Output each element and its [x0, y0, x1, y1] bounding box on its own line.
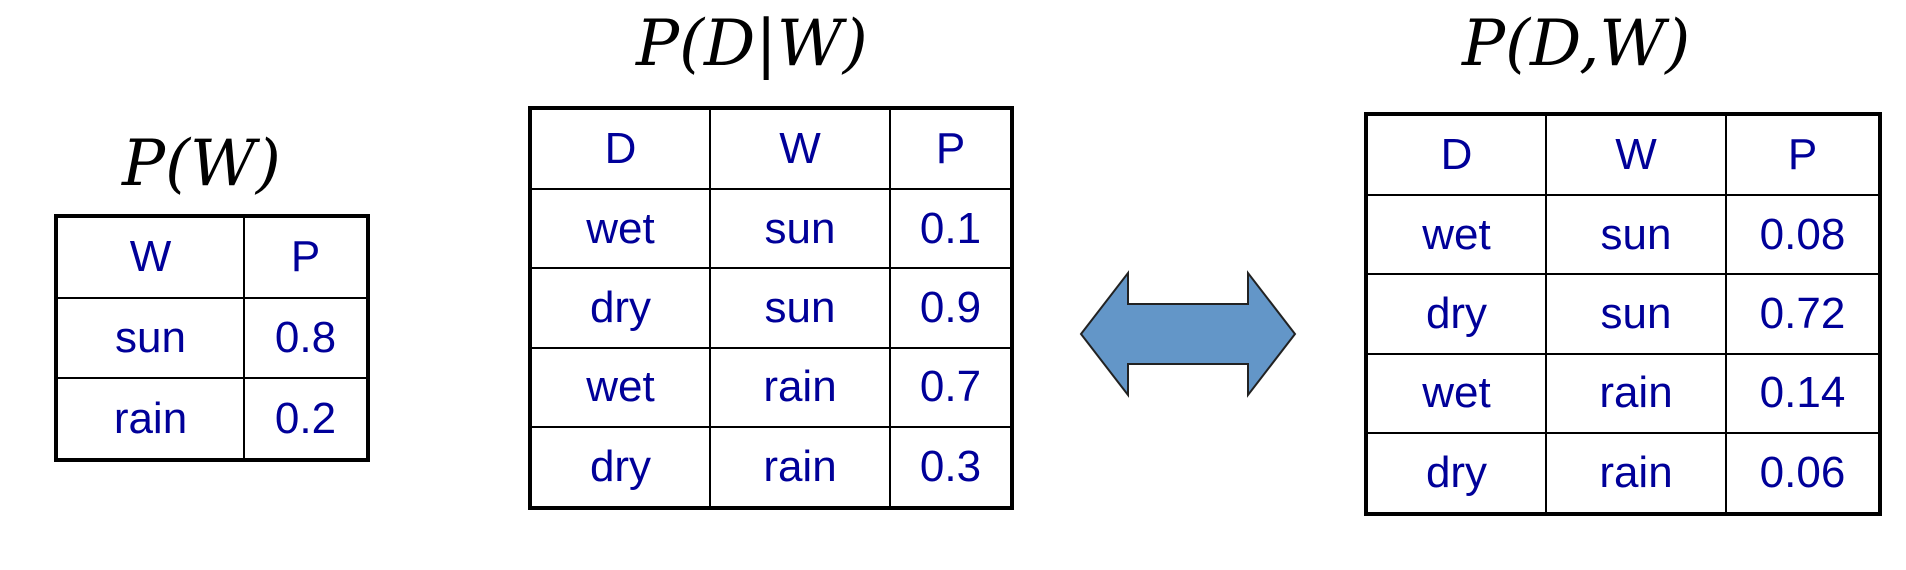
- table-cell: 0.9: [889, 267, 1013, 349]
- table-cell: 0.8: [243, 296, 369, 380]
- table-cell: sun: [1545, 273, 1727, 355]
- table-header-row: W P: [55, 215, 369, 299]
- header-cell: P: [889, 107, 1013, 190]
- header-cell: P: [1725, 113, 1881, 196]
- table-cell: sun: [55, 296, 245, 380]
- header-cell: W: [709, 107, 891, 190]
- table-row: wet sun 0.1: [529, 187, 1013, 270]
- table-row: dry sun 0.9: [529, 267, 1013, 349]
- table-cell: rain: [709, 426, 891, 509]
- table-row: sun 0.8: [55, 296, 369, 380]
- double-arrow-shape: [1079, 270, 1297, 398]
- table-cell: dry: [1365, 432, 1547, 515]
- table-row: rain 0.2: [55, 377, 369, 461]
- title-pw: P(W): [122, 127, 281, 201]
- table-row: wet sun 0.08: [1365, 193, 1881, 276]
- table-pw: W P sun 0.8 rain 0.2: [54, 214, 370, 462]
- table-cell: sun: [1545, 193, 1727, 276]
- table-cell: 0.72: [1725, 273, 1881, 355]
- table-cell: sun: [709, 187, 891, 270]
- table-pdw: D W P wet sun 0.08 dry sun 0.72 wet rain…: [1364, 112, 1882, 516]
- table-row: dry sun 0.72: [1365, 273, 1881, 355]
- double-arrow-icon: [1079, 270, 1297, 398]
- title-pdw: P(D,W): [1462, 7, 1691, 81]
- header-cell: W: [1545, 113, 1727, 196]
- table-cell: dry: [529, 426, 711, 509]
- table-header-row: D W P: [529, 107, 1013, 190]
- table-cell: dry: [529, 267, 711, 349]
- table-cell: rain: [1545, 432, 1727, 515]
- table-cell: 0.2: [243, 377, 369, 461]
- table-cell: rain: [709, 346, 891, 429]
- header-cell: W: [55, 215, 245, 299]
- table-cell: rain: [55, 377, 245, 461]
- table-cell: 0.06: [1725, 432, 1881, 515]
- table-cell: 0.14: [1725, 352, 1881, 435]
- table-cell: wet: [1365, 352, 1547, 435]
- header-cell: D: [1365, 113, 1547, 196]
- table-row: wet rain 0.7: [529, 346, 1013, 429]
- table-cell: 0.08: [1725, 193, 1881, 276]
- table-cell: wet: [1365, 193, 1547, 276]
- table-cell: 0.7: [889, 346, 1013, 429]
- table-cell: wet: [529, 187, 711, 270]
- header-cell: P: [243, 215, 369, 299]
- table-row: dry rain 0.3: [529, 426, 1013, 509]
- table-header-row: D W P: [1365, 113, 1881, 196]
- table-cell: rain: [1545, 352, 1727, 435]
- table-cell: wet: [529, 346, 711, 429]
- table-cell: dry: [1365, 273, 1547, 355]
- table-row: dry rain 0.06: [1365, 432, 1881, 515]
- table-cell: 0.3: [889, 426, 1013, 509]
- header-cell: D: [529, 107, 711, 190]
- table-cell: sun: [709, 267, 891, 349]
- title-pdgw: P(D|W): [636, 7, 868, 81]
- table-cell: 0.1: [889, 187, 1013, 270]
- table-row: wet rain 0.14: [1365, 352, 1881, 435]
- table-pdgw: D W P wet sun 0.1 dry sun 0.9 wet rain 0…: [528, 106, 1014, 510]
